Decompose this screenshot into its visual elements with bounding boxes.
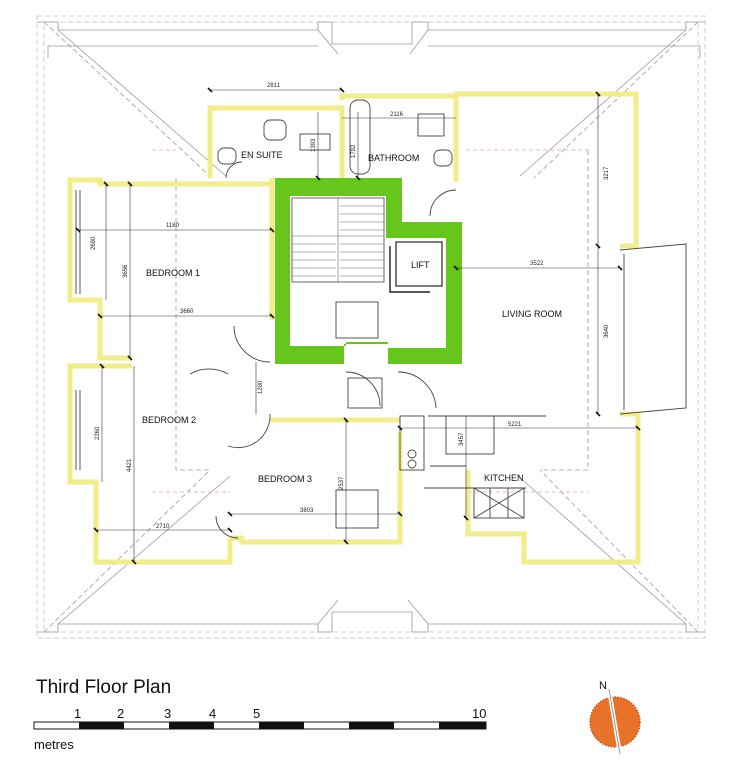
dimension-labels: 2811 1393 2116 1792 1180 2690 3656 3660 … bbox=[91, 83, 610, 530]
dim-bedroom-2-bay: 2260 bbox=[95, 426, 101, 440]
scale-label-2: 2 bbox=[117, 706, 124, 721]
dim-living-kitchen-width: 5221 bbox=[508, 422, 522, 428]
scale-label-3: 3 bbox=[164, 706, 171, 721]
scale-unit-label: metres bbox=[34, 737, 74, 752]
dim-bedroom-2-width: 2710 bbox=[156, 524, 170, 530]
room-label-bedroom-3: BEDROOM 3 bbox=[258, 474, 312, 484]
room-label-bathroom: BATHROOM bbox=[368, 153, 419, 163]
north-arrow: N bbox=[589, 680, 641, 755]
dim-bathroom-depth: 1792 bbox=[351, 144, 357, 158]
plan-title: Third Floor Plan bbox=[36, 677, 171, 698]
dim-bedroom-1-width: 1180 bbox=[166, 223, 180, 229]
dim-bedroom-3-width: 3803 bbox=[300, 508, 314, 514]
dim-kitchen-depth: 3457 bbox=[459, 432, 465, 446]
internal-lines bbox=[75, 99, 687, 539]
room-label-kitchen: KITCHEN bbox=[484, 473, 524, 483]
external-walls bbox=[67, 91, 641, 565]
dim-bedroom-1-depth: 3656 bbox=[123, 264, 129, 278]
dim-bedroom-1-inner: 3660 bbox=[180, 309, 194, 315]
room-label-living-room: LIVING ROOM bbox=[502, 309, 562, 319]
dim-bedroom-1-bay: 2690 bbox=[91, 236, 97, 250]
room-label-bedroom-2: BEDROOM 2 bbox=[142, 415, 196, 425]
dim-bedroom-3-depth: 2537 bbox=[339, 476, 345, 490]
room-label-en-suite: EN SUITE bbox=[241, 150, 283, 160]
dim-en-suite-width: 2811 bbox=[267, 83, 281, 89]
dim-bedroom-2-depth: 4421 bbox=[127, 458, 133, 472]
dimension-lines bbox=[78, 89, 638, 562]
scale-label-4: 4 bbox=[209, 706, 216, 721]
scale-label-1: 1 bbox=[74, 706, 81, 721]
dim-living-depth-top: 3217 bbox=[604, 166, 610, 180]
room-labels: EN SUITE BATHROOM BEDROOM 1 LIFT LIVING … bbox=[142, 150, 562, 484]
dim-living-depth: 3640 bbox=[604, 324, 610, 338]
north-label: N bbox=[599, 680, 607, 692]
stair-treads bbox=[292, 198, 384, 282]
dim-hall-depth: 1200 bbox=[258, 380, 264, 394]
dim-en-suite-depth: 1393 bbox=[311, 138, 317, 152]
scale-label-10: 10 bbox=[472, 706, 486, 721]
roof-outline bbox=[36, 15, 706, 639]
scale-bar: 1 2 3 4 5 10 metres bbox=[33, 706, 487, 752]
dim-bathroom-width: 2116 bbox=[390, 112, 404, 118]
scale-label-5: 5 bbox=[253, 706, 260, 721]
room-label-bedroom-1: BEDROOM 1 bbox=[146, 268, 200, 278]
dim-living-width-top: 3522 bbox=[530, 261, 544, 267]
room-label-lift: LIFT bbox=[411, 260, 430, 270]
stair-lift-core bbox=[275, 178, 462, 364]
dimension-ticks bbox=[75, 87, 641, 565]
